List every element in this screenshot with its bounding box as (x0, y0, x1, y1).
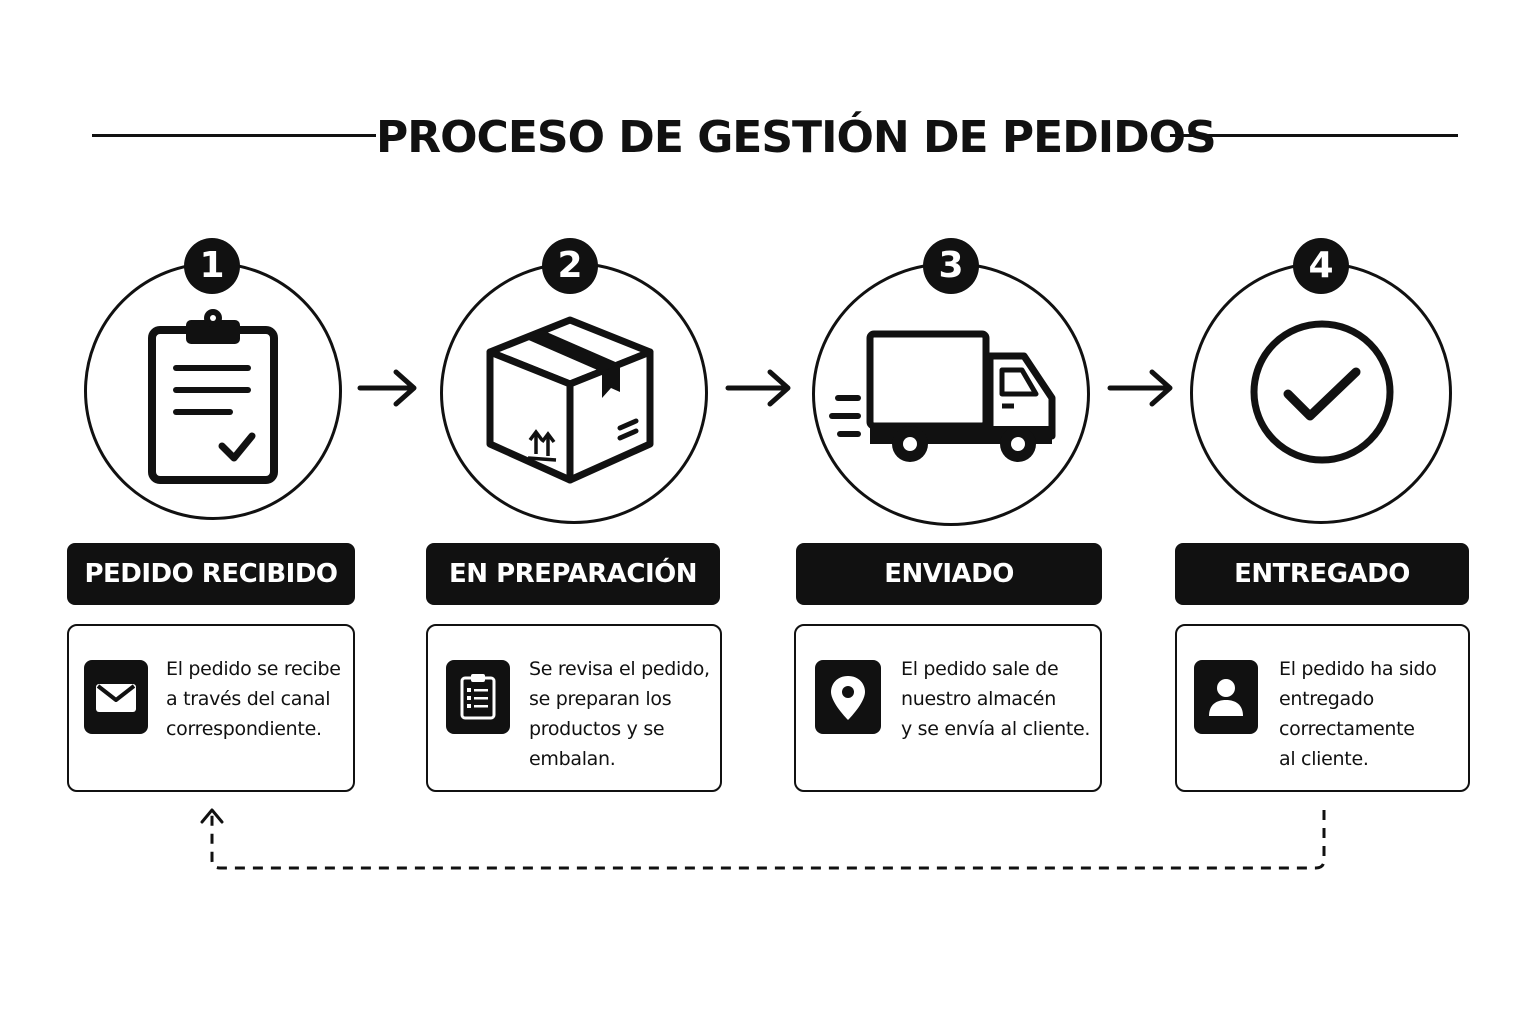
step-label: EN PREPARACIÓN (426, 543, 720, 605)
description-line: a través del canal (166, 688, 331, 710)
arrow-right-icon (357, 369, 417, 407)
step-label: ENVIADO (796, 543, 1102, 605)
step-number-badge: 3 (923, 238, 979, 294)
description-line: al cliente. (1279, 748, 1369, 770)
description-line: correctamente (1279, 718, 1415, 740)
checklist-icon (460, 674, 496, 720)
description-line: y se envía al cliente. (901, 718, 1091, 740)
description-line: nuestro almacén (901, 688, 1056, 710)
description-line: productos y se (529, 718, 665, 740)
description-line: El pedido se recibe (166, 658, 341, 680)
step-2: 2 EN PREPARACIÓN Se re (424, 0, 724, 1024)
step-number-badge: 1 (184, 238, 240, 294)
step-description: El pedido sale de nuestro almacén y se e… (901, 654, 1090, 744)
step-description-card: El pedido se recibe a través del canal c… (67, 624, 355, 792)
card-icon-tile (1194, 660, 1258, 734)
delivery-truck-icon (829, 330, 1056, 462)
description-line: embalan. (529, 748, 616, 770)
arrow-right-icon (1107, 369, 1173, 407)
step-3: 3 ENVIADO El pedido sale de nuestro alma… (794, 0, 1102, 1024)
description-line: Se revisa el pedido, (529, 658, 710, 680)
description-line: entregado (1279, 688, 1374, 710)
card-icon-tile (446, 660, 510, 734)
step-description: El pedido ha sido entregado correctament… (1279, 654, 1437, 774)
step-4: 4 ENTREGADO El pedido ha sido entregado … (1174, 0, 1474, 1024)
arrow-right-icon (725, 369, 791, 407)
step-label: ENTREGADO (1175, 543, 1469, 605)
title-rule-left (92, 134, 376, 137)
description-line: se preparan los (529, 688, 672, 710)
description-line: El pedido ha sido (1279, 658, 1437, 680)
description-line: correspondiente. (166, 718, 322, 740)
step-description: Se revisa el pedido, se preparan los pro… (529, 654, 710, 774)
description-line: El pedido sale de (901, 658, 1059, 680)
clipboard-check-icon (148, 309, 278, 484)
step-label: PEDIDO RECIBIDO (67, 543, 355, 605)
step-description-card: Se revisa el pedido, se preparan los pro… (426, 624, 722, 792)
step-description-card: El pedido sale de nuestro almacén y se e… (794, 624, 1102, 792)
check-circle-icon (1250, 320, 1394, 464)
step-number-badge: 2 (542, 238, 598, 294)
envelope-icon (96, 684, 136, 712)
page-title: PROCESO DE GESTIÓN DE PEDIDOS (376, 112, 1217, 163)
user-icon (1209, 679, 1243, 716)
step-description: El pedido se recibe a través del canal c… (166, 654, 341, 744)
title-rule-right (1170, 134, 1458, 137)
location-pin-icon (831, 676, 865, 720)
step-number-badge: 4 (1293, 238, 1349, 294)
step-description-card: El pedido ha sido entregado correctament… (1175, 624, 1470, 792)
package-box-icon (486, 316, 654, 484)
step-1: 1 PEDIDO RECIBIDO El pedido se recibe a … (62, 0, 362, 1024)
card-icon-tile (84, 660, 148, 734)
card-icon-tile (815, 660, 881, 734)
